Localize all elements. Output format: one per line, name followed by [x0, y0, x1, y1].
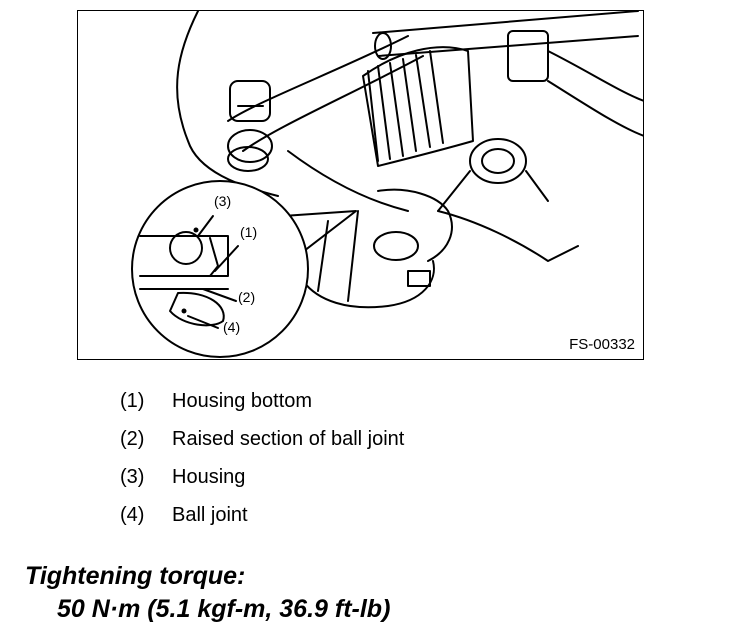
legend-text: Housing bottom [172, 390, 313, 412]
callout-3: (3) [214, 193, 231, 209]
callout-1: (1) [240, 224, 257, 240]
callout-2: (2) [238, 289, 255, 305]
callout-4: (4) [223, 319, 240, 335]
legend-text: Housing [172, 466, 246, 488]
suspension-line-drawing: (3) (1) (2) (4) [131, 11, 643, 358]
legend-number: (3) [120, 466, 145, 488]
torque-heading: Tightening torque: [25, 562, 246, 590]
legend-text: Ball joint [172, 504, 248, 526]
figure-code: FS-00332 [569, 336, 635, 353]
torque-value: 50 N·m (5.1 kgf-m, 36.9 ft-lb) [57, 595, 391, 623]
legend-number: (4) [120, 504, 145, 526]
illustration-figure: (3) (1) (2) (4) FS-00332 [77, 10, 644, 360]
legend-number: (1) [120, 390, 145, 412]
legend-text: Raised section of ball joint [172, 428, 405, 450]
legend-number: (2) [120, 428, 145, 450]
